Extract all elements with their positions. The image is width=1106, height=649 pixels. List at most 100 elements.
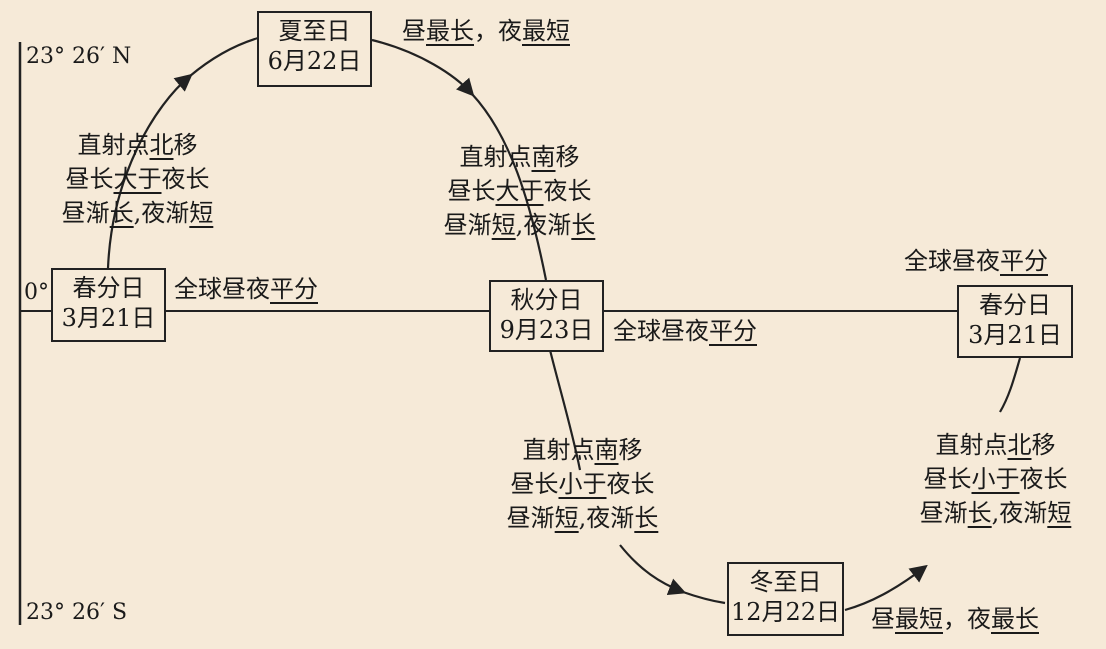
phase-winter-to-spring: 直射点北移昼长小于夜长昼渐长,夜渐短 — [898, 428, 1093, 530]
node-autumn-equinox: 秋分日 9月23日 — [489, 280, 604, 352]
label-text: 移 — [173, 131, 198, 159]
label-text: 全球昼夜 — [174, 275, 270, 303]
phase-line: 昼渐短,夜渐长 — [485, 501, 680, 535]
label-text: 昼 — [402, 17, 426, 45]
label-text: 昼长 — [510, 470, 559, 498]
emphasis-text: 短 — [189, 199, 214, 227]
note-autumn-equinox: 全球昼夜平分 — [613, 314, 757, 348]
label-text: 昼渐 — [443, 211, 492, 239]
node-date: 3月21日 — [61, 304, 156, 332]
emphasis-text: 大于 — [495, 177, 544, 205]
label-text: 直射点 — [935, 431, 1008, 459]
arc-spring-to-summer — [106, 73, 193, 269]
node-winter-solstice: 冬至日 12月22日 — [727, 562, 844, 636]
emphasis-text: 长 — [967, 499, 992, 527]
node-date: 12月22日 — [730, 598, 841, 626]
arc-winter-to-spring-tail — [999, 357, 1022, 413]
emphasis-text: 长 — [571, 211, 596, 239]
label-text: ,夜渐 — [133, 199, 190, 227]
phase-line: 昼长小于夜长 — [485, 467, 680, 501]
phase-line: 昼渐长,夜渐短 — [898, 496, 1093, 530]
node-date: 6月22日 — [267, 47, 362, 75]
label-text: 直射点 — [459, 143, 532, 171]
label-text: 移 — [618, 436, 643, 464]
label-text: 全球昼夜 — [904, 247, 1000, 275]
label-text: 昼长 — [447, 177, 496, 205]
phase-autumn-to-winter: 直射点南移昼长小于夜长昼渐短,夜渐长 — [485, 433, 680, 535]
label-text: 夜长 — [606, 470, 655, 498]
label-text: 夜长 — [543, 177, 592, 205]
emphasis-text: 小于 — [971, 465, 1020, 493]
phase-line: 昼渐长,夜渐短 — [40, 196, 235, 230]
label-text: 夜长 — [161, 165, 210, 193]
emphasis-text: 最长 — [991, 605, 1039, 633]
note-summer-solstice: 昼最长，夜最短 — [402, 14, 570, 48]
node-date: 9月23日 — [499, 316, 594, 344]
emphasis-text: 大于 — [113, 165, 162, 193]
node-name: 冬至日 — [749, 568, 822, 596]
node-spring-equinox-right: 春分日 3月21日 — [957, 285, 1073, 358]
label-text: 直射点 — [77, 131, 150, 159]
label-text: 昼渐 — [919, 499, 968, 527]
phase-line: 昼渐短,夜渐长 — [422, 208, 617, 242]
arc-autumn-to-winter-end — [682, 590, 726, 605]
emphasis-text: 南 — [594, 436, 619, 464]
label-text: ，夜 — [943, 605, 991, 633]
emphasis-text: 长 — [634, 504, 659, 532]
node-date: 3月21日 — [968, 321, 1062, 349]
note-winter-solstice: 昼最短，夜最长 — [871, 602, 1039, 636]
label-text: ,夜渐 — [515, 211, 572, 239]
arc-summer-to-autumn — [371, 38, 475, 97]
phase-line: 直射点南移 — [422, 140, 617, 174]
node-name: 夏至日 — [278, 17, 351, 45]
arc-spring-to-summer-tail — [189, 36, 259, 77]
note-spring-equinox-left: 全球昼夜平分 — [174, 272, 318, 306]
node-name: 秋分日 — [510, 286, 583, 314]
equator-label: 0° — [24, 280, 49, 305]
arc-autumn-to-winter — [548, 349, 582, 471]
phase-line: 直射点北移 — [40, 128, 235, 162]
arc-summer-to-autumn-tail — [471, 93, 548, 281]
node-spring-equinox-left: 春分日 3月21日 — [51, 268, 166, 342]
label-text: 全球昼夜 — [613, 317, 709, 345]
label-text: ，夜 — [474, 17, 522, 45]
emphasis-text: 小于 — [558, 470, 607, 498]
phase-line: 直射点北移 — [898, 428, 1093, 462]
label-text: 直射点 — [522, 436, 595, 464]
emphasis-text: 北 — [1007, 431, 1032, 459]
emphasis-text: 长 — [109, 199, 134, 227]
arc-autumn-to-winter-tail — [619, 544, 687, 596]
emphasis-text: 平分 — [709, 317, 757, 345]
emphasis-text: 平分 — [1000, 247, 1048, 275]
phase-line: 昼长小于夜长 — [898, 462, 1093, 496]
label-text: 昼渐 — [506, 504, 555, 532]
phase-line: 直射点南移 — [485, 433, 680, 467]
emphasis-text: 平分 — [270, 275, 318, 303]
node-name: 春分日 — [979, 291, 1051, 319]
node-summer-solstice: 夏至日 6月22日 — [257, 11, 372, 87]
note-spring-equinox-right: 全球昼夜平分 — [904, 244, 1048, 278]
arc-winter-to-spring — [844, 564, 928, 612]
phase-spring-to-summer: 直射点北移昼长大于夜长昼渐长,夜渐短 — [40, 128, 235, 230]
label-text: 昼长 — [65, 165, 114, 193]
emphasis-text: 最短 — [895, 605, 943, 633]
label-text: ,夜渐 — [991, 499, 1048, 527]
label-text: 移 — [1031, 431, 1056, 459]
north-tropic-label: 23° 26′ N — [26, 44, 132, 69]
label-text: 昼长 — [923, 465, 972, 493]
node-name: 春分日 — [72, 274, 145, 302]
emphasis-text: 最短 — [522, 17, 570, 45]
label-text: 昼 — [871, 605, 895, 633]
phase-line: 昼长大于夜长 — [422, 174, 617, 208]
emphasis-text: 北 — [149, 131, 174, 159]
emphasis-text: 最长 — [426, 17, 474, 45]
south-tropic-label: 23° 26′ S — [26, 600, 128, 625]
emphasis-text: 南 — [531, 143, 556, 171]
phase-summer-to-autumn: 直射点南移昼长大于夜长昼渐短,夜渐长 — [422, 140, 617, 242]
emphasis-text: 短 — [491, 211, 516, 239]
label-text: 移 — [555, 143, 580, 171]
phase-line: 昼长大于夜长 — [40, 162, 235, 196]
label-text: 昼渐 — [61, 199, 110, 227]
label-text: 夜长 — [1019, 465, 1068, 493]
